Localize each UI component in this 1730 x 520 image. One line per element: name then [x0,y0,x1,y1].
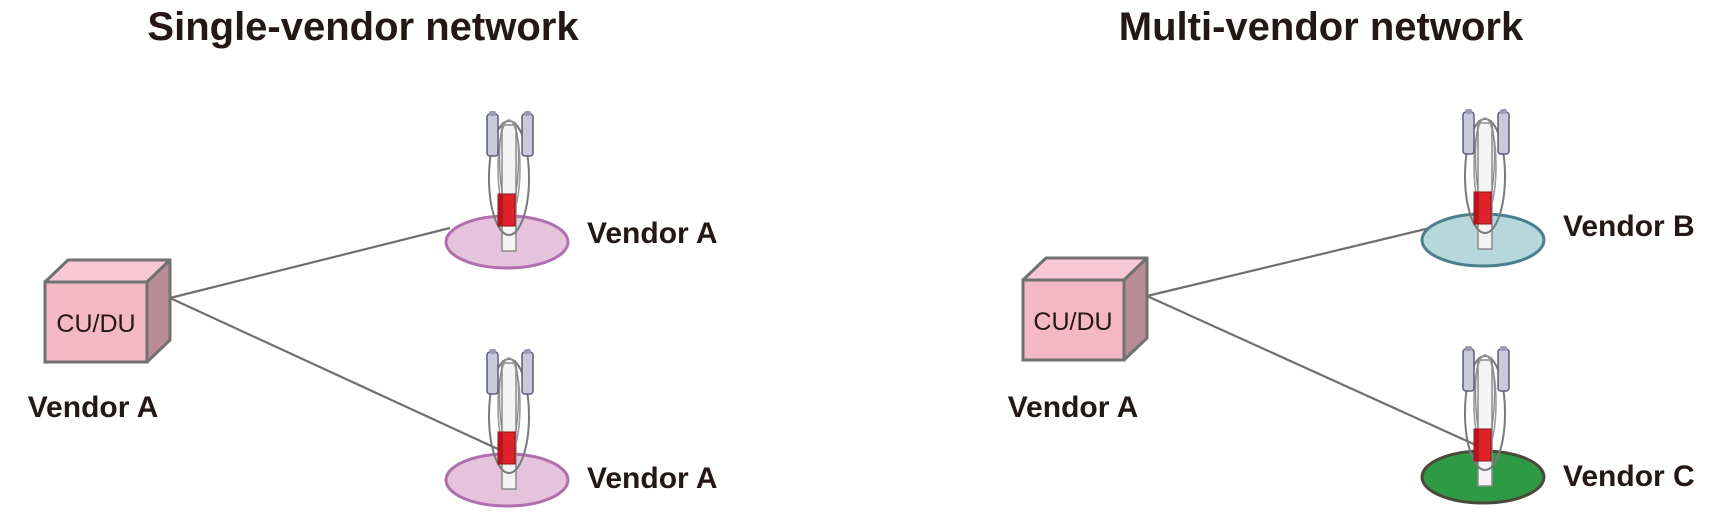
cudu-box: CU/DU [1021,256,1149,362]
antenna-cap [524,349,531,354]
radio-unit-shade [1474,192,1479,224]
link-line-top [169,226,451,300]
cell-tower-icon [1462,346,1510,487]
antenna-left [486,351,499,395]
antenna-left [1462,111,1475,155]
antenna-left [486,113,499,157]
antenna-right [1497,348,1510,392]
cudu-box-front [43,280,149,364]
cell-site-top [1420,109,1546,268]
panel-multi-vendor: Multi-vendor network CU/DU Vendor A Vend… [1008,5,1695,505]
link-line-top [1146,226,1431,298]
cell-tower-icon [486,111,534,252]
antenna-cap [489,349,496,354]
antenna-right [521,351,534,395]
cudu-box: CU/DU [43,258,172,364]
tower-loop [1464,118,1506,234]
radio-unit-shade [498,194,503,226]
panel-title-multi-vendor: Multi-vendor network [1119,5,1524,49]
cell-tower-icon [1462,109,1510,250]
antenna-cap [1500,346,1507,351]
tower-loop [1464,355,1506,471]
tower-loop [488,358,530,474]
antenna-left [1462,348,1475,392]
cell-tower-icon [486,349,534,490]
site-vendor-label-top: Vendor A [587,217,718,250]
site-vendor-label-bottom: Vendor A [587,462,718,495]
link-line-bottom [169,297,501,451]
panel-title-single-vendor: Single-vendor network [147,5,579,49]
antenna-right [521,113,534,157]
tower-mast [501,124,517,252]
tower-mast [1477,359,1493,487]
antenna-cap [1465,109,1472,114]
cudu-label: CU/DU [56,310,135,338]
tower-loop [488,120,530,236]
cudu-vendor-label: Vendor A [28,391,159,424]
cudu-label: CU/DU [1033,308,1112,336]
site-vendor-label-top: Vendor B [1563,210,1695,243]
cell-site-bottom [1420,346,1546,505]
panel-single-vendor: Single-vendor network CU/DU Vendor A Ven… [28,5,718,508]
antenna-cap [1465,346,1472,351]
site-vendor-label-bottom: Vendor C [1563,460,1695,493]
antenna-cap [1500,109,1507,114]
cell-site-bottom [444,349,570,508]
radio-unit-shade [1474,429,1479,461]
cell-site-top [444,111,570,270]
cudu-box-front [1021,278,1126,362]
antenna-cap [524,111,531,116]
antenna-right [1497,111,1510,155]
antenna-cap [489,111,496,116]
radio-unit-shade [498,432,503,464]
link-line-bottom [1146,294,1479,448]
tower-mast [501,362,517,490]
cudu-vendor-label: Vendor A [1008,391,1139,424]
tower-mast [1477,122,1493,250]
